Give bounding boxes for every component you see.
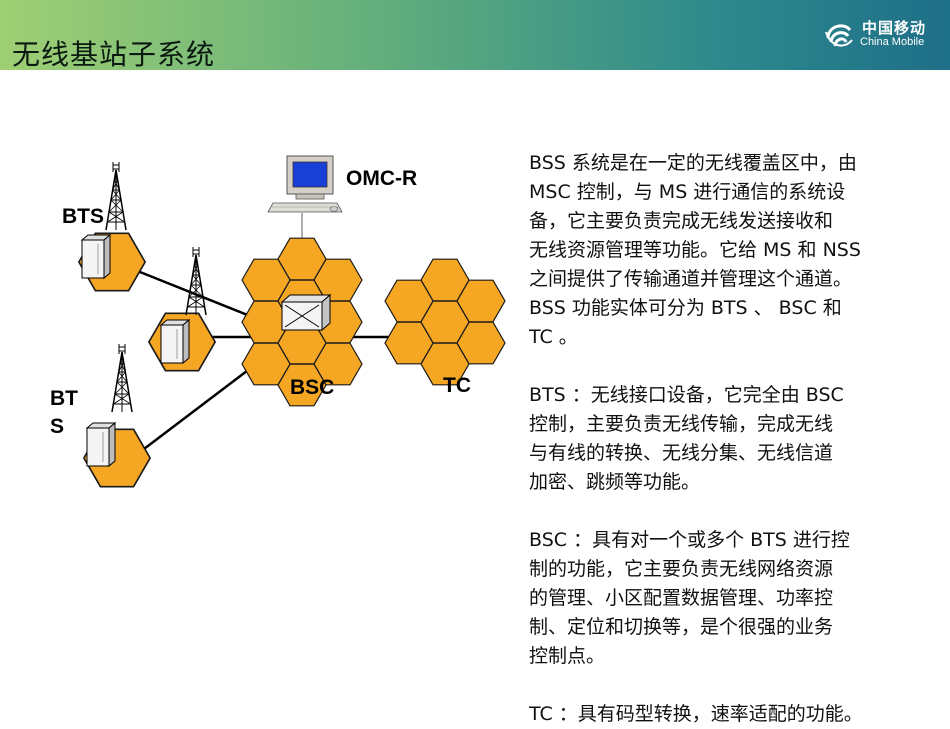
description-text-panel: BSS 系统是在一定的无线覆盖区中，由 MSC 控制，与 MS 进行通信的系统设… [529, 149, 949, 729]
text-line: TC ：具有码型转换，速率适配的功能。 [529, 703, 863, 725]
text-line: 备，它主要负责完成无线发送接收和 [529, 210, 834, 232]
logo-english-text: China Mobile [860, 36, 925, 48]
bss-intro-paragraph: BSS 系统是在一定的无线覆盖区中，由 MSC 控制，与 MS 进行通信的系统设… [529, 149, 949, 352]
omc-r-label: OMC-R [346, 167, 418, 190]
text-line: 之间提供了传输通道并管理这个通道。 [529, 268, 853, 290]
tc-description-paragraph: TC ：具有码型转换，速率适配的功能。 [529, 700, 949, 729]
bts-top-label: BTS [62, 205, 104, 228]
slide-title: 无线基站子系统 [12, 38, 216, 71]
text-line: 控制点。 [529, 645, 606, 667]
bts-bottom-label-line1: BT [50, 387, 78, 410]
bss-network-diagram [78, 155, 506, 488]
text-line: MSC 控制，与 MS 进行通信的系统设 [529, 181, 846, 203]
tc-label: TC [443, 374, 471, 397]
slide-header: 无线基站子系统 中国移动 China Mobile [0, 0, 950, 71]
china-mobile-logo: 中国移动 China Mobile [822, 14, 942, 58]
text-line: 无线资源管理等功能。它给 MS 和 NSS [529, 239, 861, 261]
text-line: BSC ：具有对一个或多个 BTS 进行控 [529, 529, 850, 551]
china-mobile-swirl-icon [825, 24, 853, 47]
text-line: BSS 功能实体可分为 BTS 、 BSC 和 [529, 297, 842, 319]
text-line: 控制，主要负责无线传输，完成无线 [529, 413, 834, 435]
bsc-switch-icon [280, 293, 332, 332]
paragraph-spacer [529, 352, 949, 381]
paragraph-spacer [529, 497, 949, 526]
text-line: BTS ：无线接口设备，它完全由 BSC [529, 384, 844, 406]
logo-chinese-text: 中国移动 [862, 19, 927, 37]
text-line: BSS 系统是在一定的无线覆盖区中，由 [529, 152, 857, 174]
text-line: 加密、跳频等功能。 [529, 471, 701, 493]
text-line: 与有线的转换、无线分集、无线信道 [529, 442, 834, 464]
bsc-label: BSC [290, 376, 335, 399]
paragraph-spacer [529, 671, 949, 700]
bsc-description-paragraph: BSC ：具有对一个或多个 BTS 进行控 制的功能，它主要负责无线网络资源 的… [529, 526, 949, 671]
text-line: 的管理、小区配置数据管理、功率控 [529, 587, 834, 609]
bts-middle-node [148, 246, 216, 372]
bts-bottom-label-line2: S [50, 415, 65, 438]
bts-description-paragraph: BTS ：无线接口设备，它完全由 BSC 控制，主要负责无线传输，完成无线 与有… [529, 381, 949, 497]
link-bts1-bsc [129, 266, 266, 324]
bts-bottom-node [83, 343, 151, 488]
text-line: 制的功能，它主要负责无线网络资源 [529, 558, 834, 580]
tc-cell-cluster [384, 258, 506, 386]
omc-computer-icon [267, 155, 343, 213]
text-line: TC 。 [529, 326, 578, 348]
text-line: 制、定位和切换等，是个很强的业务 [529, 616, 834, 638]
